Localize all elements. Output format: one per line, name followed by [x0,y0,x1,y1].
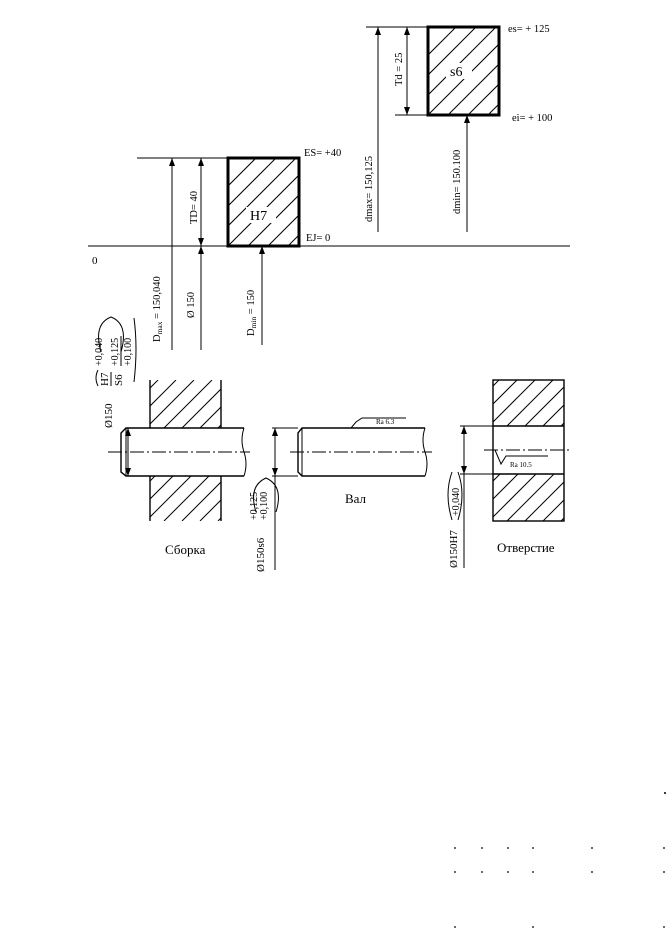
shaft-tolerance-label: Td = 25 [394,53,405,86]
assembly-drawing: Ø150 H7 S6 +0,040 +0,125 +0,100 Сборка [94,316,250,557]
shaft-caption: Вал [345,491,367,506]
hole-upper-deviation: ES= +40 [304,148,341,159]
shaft-dev-upper: +0,125 [249,492,260,520]
shaft-upper-deviation: es= + 125 [508,24,550,35]
hole-caption: Отверстие [497,540,555,555]
shaft-min-size: dmin= 150.100 [452,150,463,214]
hole-nominal-size: Ø 150 [186,292,197,318]
hole-field-label: H7 [250,209,267,224]
assembly-shaft-dev-lower: +0,100 [123,338,134,366]
assembly-fit-numerator: H7 [99,372,111,386]
hole-tolerance-label: TD= 40 [189,191,200,224]
tolerance-field-diagram: 0 H7 ES= +40 EJ= 0 TD= 40 Dmax = 150,040 [88,24,570,350]
hole-min-size: Dmin = 150 [246,290,258,336]
hole-roughness-mark [494,449,548,466]
shaft-roughness-mark [350,417,406,429]
shaft-field-label: s6 [450,65,462,80]
shaft-dev-lower: +0,100 [259,492,270,520]
assembly-shaft-dev-upper: +0,125 [110,338,121,366]
shaft-roughness: Ra 6.3 [376,418,395,426]
hole-lower-deviation: EJ= 0 [306,233,330,244]
shaft-drawing: Ra 6.3 Ø150s6 +0,125 +0,100 Вал [249,417,432,572]
assembly-hole-deviation: +0,040 [94,338,105,366]
scan-specks [454,792,666,928]
shaft-max-size: dmax= 150,125 [364,156,375,222]
hole-drawing: Ra 10.5 Ø150H7 +0,040 Отверстие [447,379,572,568]
hole-tolerance-field: H7 [226,156,301,248]
shaft-lower-deviation: ei= + 100 [512,113,552,124]
hole-max-size: Dmax = 150,040 [152,276,164,342]
hole-dev-upper: +0,040 [451,488,462,516]
assembly-fit-denominator: S6 [113,374,125,386]
zero-line-label: 0 [92,255,98,267]
assembly-caption: Сборка [165,542,206,557]
hole-roughness: Ra 10.5 [510,461,532,469]
shaft-dimension: Ø150s6 [255,537,267,572]
assembly-dimension: Ø150 [103,403,115,428]
shaft-tolerance-field: s6 [426,25,501,117]
hole-dimension: Ø150H7 [448,530,460,568]
